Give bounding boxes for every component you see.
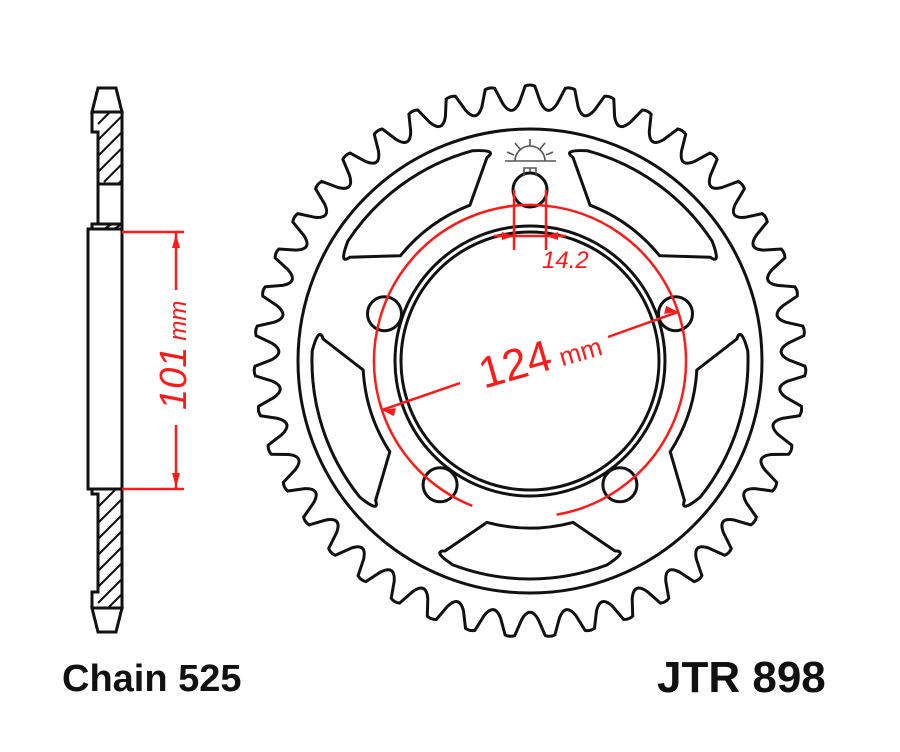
bolt-hole [421, 466, 459, 504]
sprocket-teeth-outline [252, 83, 808, 638]
diameter-line-right [607, 310, 679, 339]
lightening-window [310, 332, 392, 508]
bolt-hole [366, 295, 403, 333]
hub-height-label: 101mm [153, 301, 195, 410]
hatch-top [97, 111, 123, 230]
bolt-hole-diameter-label: 14.2 [542, 247, 589, 274]
sprocket-outer-ring [296, 127, 764, 595]
sun-logo-icon [505, 139, 556, 176]
lightening-window [438, 520, 622, 581]
hole-arrow-left [502, 232, 514, 240]
front-dimensions: 124mm 14.2 [372, 190, 688, 516]
side-flange-top [90, 110, 124, 231]
arrowhead-right [664, 305, 679, 314]
hatch-bottom [97, 488, 123, 609]
sprocket-bore-inner [399, 230, 661, 492]
side-flange-bottom [90, 487, 124, 610]
hole-arrow-right [546, 232, 558, 240]
chain-size-label: Chain 525 [62, 658, 242, 700]
side-profile-view [86, 86, 124, 634]
lightening-window [668, 332, 750, 508]
lightening-window [568, 149, 718, 261]
diameter-line-left [381, 381, 461, 412]
side-tooth-top [90, 86, 124, 114]
part-number-label: JTR 898 [657, 653, 826, 702]
bolt-hole [657, 295, 694, 333]
sprocket-front-view [252, 83, 808, 638]
arrowhead-left [381, 408, 396, 417]
side-hub [86, 227, 124, 491]
bolt-hole [601, 466, 639, 504]
sprocket-bore-outer [393, 224, 667, 498]
hub-height-dimension: 101mm [122, 230, 195, 491]
lightening-window [342, 149, 492, 261]
bolt-hole [511, 171, 549, 209]
side-tooth-bottom [90, 606, 124, 634]
bolt-circle-diameter-label: 124mm [473, 317, 606, 398]
